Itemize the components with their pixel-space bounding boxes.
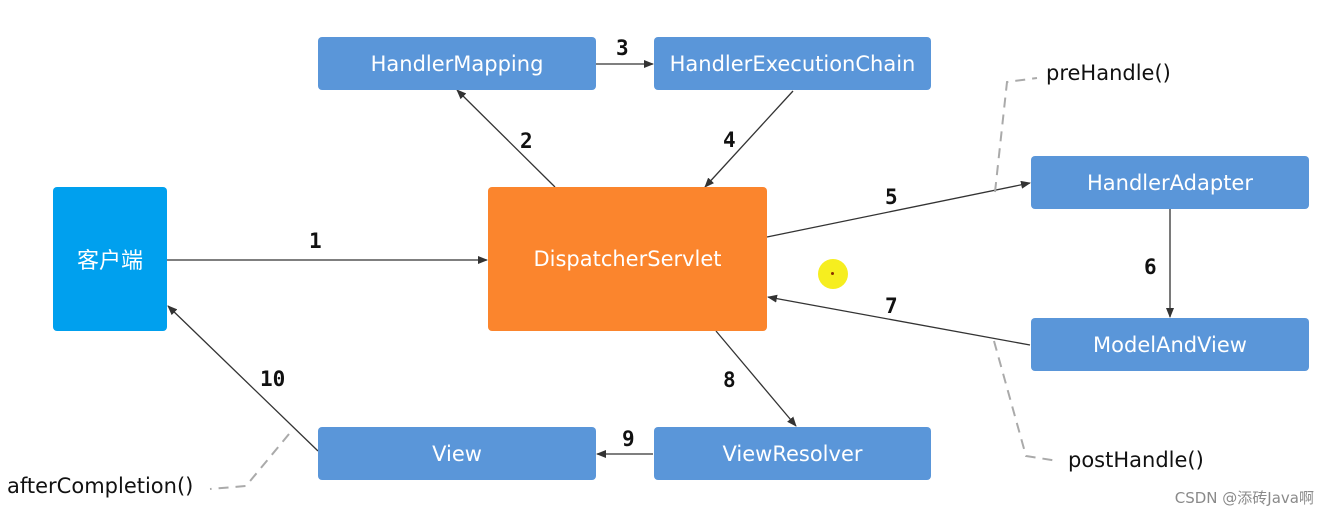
step-number-10: 10 bbox=[260, 367, 286, 391]
client-label: 客户端 bbox=[76, 249, 143, 274]
aftercompletion-callout: afterCompletion() bbox=[7, 474, 194, 498]
arrow-5-dispatcher-to-adapter bbox=[766, 180, 1031, 238]
step-number-1: 1 bbox=[309, 229, 322, 253]
cursor-highlight bbox=[818, 259, 848, 289]
handler-mapping-label: HandlerMapping bbox=[370, 51, 544, 76]
watermark: CSDN @添砖Java啊 bbox=[1174, 489, 1314, 507]
view-box: View bbox=[318, 427, 596, 480]
aftercompletion-dashed-connector bbox=[209, 433, 290, 490]
posthandle-callout: postHandle() bbox=[1068, 448, 1204, 472]
step-number-3: 3 bbox=[616, 36, 629, 60]
model-and-view-box: ModelAndView bbox=[1031, 318, 1309, 371]
handler-execution-chain-label: HandlerExecutionChain bbox=[669, 51, 916, 76]
client-box: 客户端 bbox=[53, 187, 167, 331]
step-number-2: 2 bbox=[520, 129, 533, 153]
arrow-2-dispatcher-to-handlermapping bbox=[456, 89, 556, 188]
view-label: View bbox=[432, 441, 482, 466]
posthandle-dashed-connector bbox=[993, 340, 1059, 462]
model-and-view-label: ModelAndView bbox=[1093, 332, 1247, 357]
prehandle-dashed-connector bbox=[994, 77, 1038, 193]
prehandle-callout: preHandle() bbox=[1046, 61, 1171, 85]
arrow-4-chain-to-dispatcher bbox=[704, 90, 794, 188]
dispatcher-servlet-box: DispatcherServlet bbox=[488, 187, 767, 331]
handler-adapter-label: HandlerAdapter bbox=[1086, 170, 1253, 195]
arrow-8-dispatcher-to-viewresolver bbox=[715, 330, 797, 427]
arrow-10-view-to-client bbox=[167, 305, 319, 452]
handler-adapter-box: HandlerAdapter bbox=[1031, 156, 1309, 209]
step-number-9: 9 bbox=[622, 427, 635, 451]
handler-execution-chain-box: HandlerExecutionChain bbox=[654, 37, 931, 90]
step-number-4: 4 bbox=[723, 128, 736, 152]
step-number-6: 6 bbox=[1144, 255, 1157, 279]
view-resolver-label: ViewResolver bbox=[722, 441, 863, 466]
arrow-7-modelandview-to-dispatcher bbox=[767, 294, 1031, 346]
handler-mapping-box: HandlerMapping bbox=[318, 37, 596, 90]
step-number-8: 8 bbox=[723, 368, 736, 392]
dispatcher-servlet-label: DispatcherServlet bbox=[533, 247, 722, 271]
step-number-7: 7 bbox=[885, 294, 898, 318]
step-number-5: 5 bbox=[885, 185, 898, 209]
view-resolver-box: ViewResolver bbox=[654, 427, 931, 480]
